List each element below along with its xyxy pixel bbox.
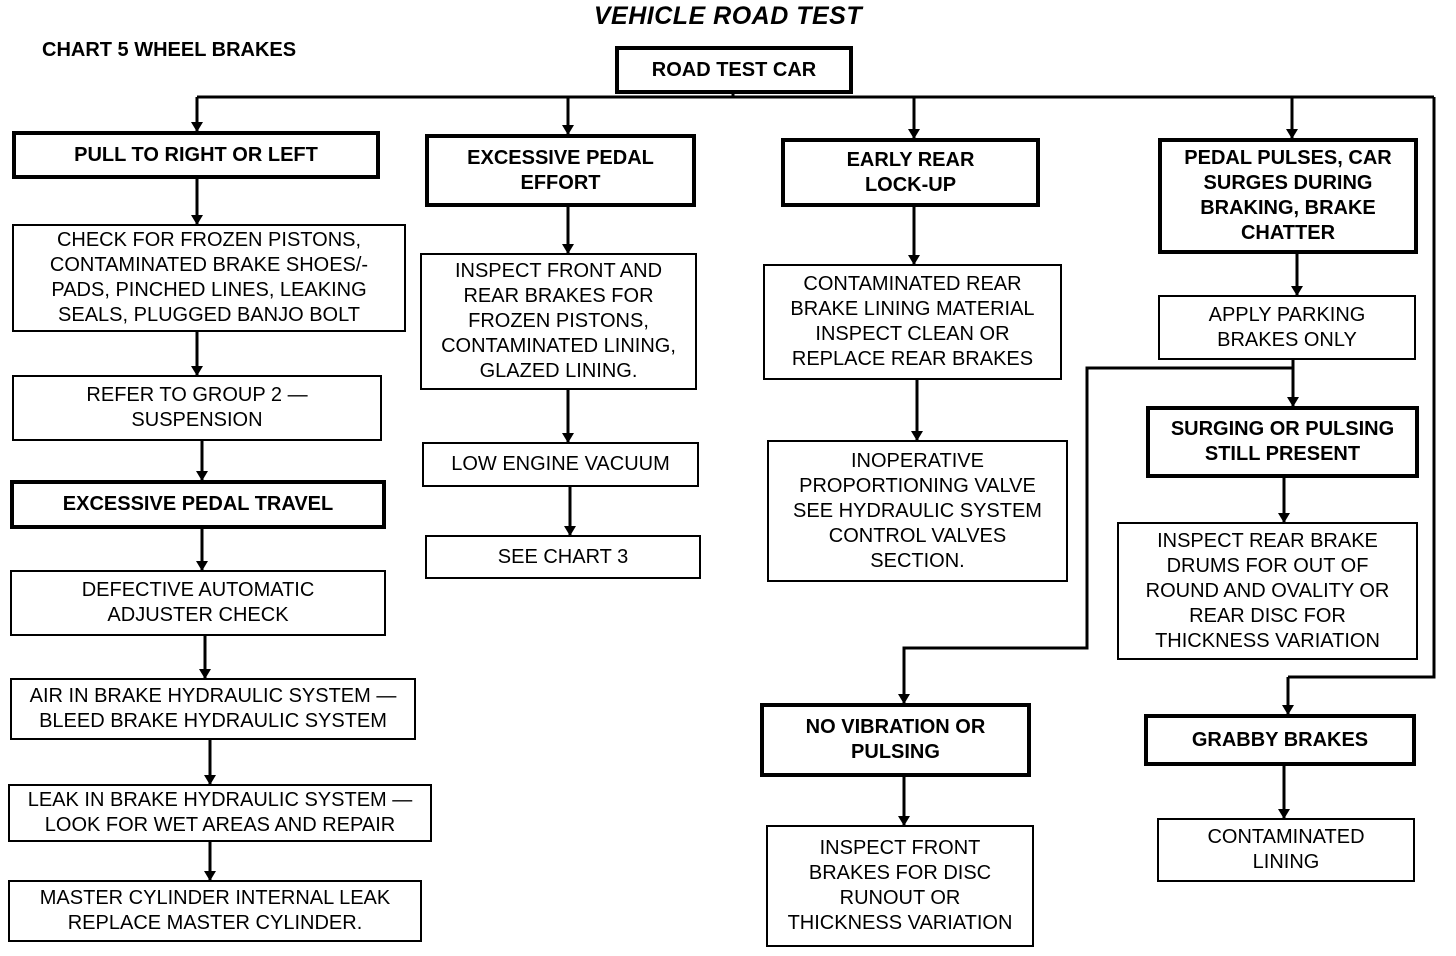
inoperative-valve-box: INOPERATIVE PROPORTIONING VALVE SEE HYDR… — [767, 440, 1068, 582]
see-chart3-box: SEE CHART 3 — [425, 535, 701, 579]
pull-right-left-box: PULL TO RIGHT OR LEFT — [12, 131, 380, 179]
page-title: VEHICLE ROAD TEST — [593, 2, 863, 30]
defective-adjuster-box: DEFECTIVE AUTOMATIC ADJUSTER CHECK — [10, 570, 386, 636]
surging-present-box: SURGING OR PULSING STILL PRESENT — [1146, 406, 1419, 478]
air-in-system-box: AIR IN BRAKE HYDRAULIC SYSTEM — BLEED BR… — [10, 678, 416, 740]
excessive-travel-box: EXCESSIVE PEDAL TRAVEL — [10, 480, 386, 529]
master-cylinder-box: MASTER CYLINDER INTERNAL LEAK REPLACE MA… — [8, 880, 422, 942]
apply-parking-box: APPLY PARKING BRAKES ONLY — [1158, 295, 1416, 360]
low-vacuum-box: LOW ENGINE VACUUM — [422, 442, 699, 487]
early-rear-lockup-box: EARLY REAR LOCK-UP — [781, 138, 1040, 207]
route-to-no-vibration — [898, 366, 1293, 704]
refer-group2-box: REFER TO GROUP 2 — SUSPENSION — [12, 375, 382, 441]
inspect-front-rear-box: INSPECT FRONT AND REAR BRAKES FOR FROZEN… — [420, 253, 697, 390]
contaminated-rear-box: CONTAMINATED REAR BRAKE LINING MATERIAL … — [763, 264, 1062, 380]
chart-label: CHART 5 WHEEL BRAKES — [42, 39, 297, 61]
no-vibration-box: NO VIBRATION OR PULSING — [760, 703, 1031, 777]
pedal-pulses-box: PEDAL PULSES, CAR SURGES DURING BRAKING,… — [1158, 138, 1418, 254]
inspect-rear-drums-box: INSPECT REAR BRAKE DRUMS FOR OUT OF ROUN… — [1117, 522, 1418, 660]
trunk-right-drop — [1288, 97, 1436, 679]
leak-system-box: LEAK IN BRAKE HYDRAULIC SYSTEM — LOOK FO… — [8, 784, 432, 842]
contaminated-lining-box: CONTAMINATED LINING — [1157, 818, 1415, 882]
road-test-car-box: ROAD TEST CAR — [615, 46, 853, 94]
excessive-effort-box: EXCESSIVE PEDAL EFFORT — [425, 134, 696, 207]
check-frozen-box: CHECK FOR FROZEN PISTONS, CONTAMINATED B… — [12, 224, 406, 332]
grabby-brakes-box: GRABBY BRAKES — [1144, 714, 1416, 766]
inspect-front-disc-box: INSPECT FRONT BRAKES FOR DISC RUNOUT OR … — [766, 825, 1034, 947]
